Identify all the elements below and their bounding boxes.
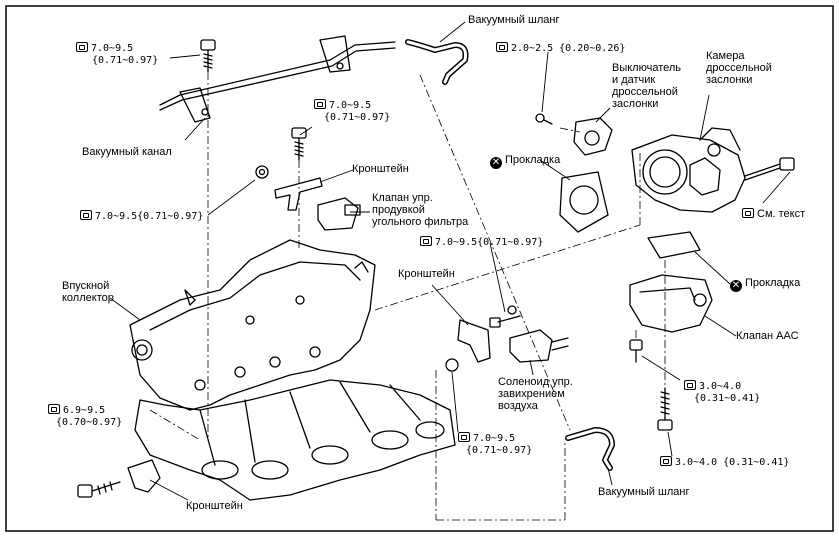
torque-wrench-icon (48, 404, 60, 414)
torque-spec-8: 3.0~4.0 {0.31~0.41} (684, 380, 760, 405)
bolt-center-top (291, 127, 307, 161)
vacuum-channel-pipe (159, 35, 396, 123)
torque-spec-4: 2.0~2.5 {0.20~0.26} (496, 42, 625, 55)
torque-wrench-icon (684, 380, 696, 390)
torque-wrench-icon (458, 432, 470, 442)
aac-bolt-upper (629, 339, 643, 363)
see-text-bolt (744, 157, 795, 181)
switch-screw (535, 113, 553, 125)
label-purge-valve: Клапан упр. продувкой угольного фильтра (372, 192, 469, 228)
torque-spec-3: 7.0~9.5{0.71~0.97} (80, 210, 203, 223)
label-vacuum-channel: Вакуумный канал (82, 146, 172, 158)
bolt-bottom-left (77, 481, 121, 498)
washer (255, 165, 269, 179)
torque-wrench-icon (742, 208, 754, 218)
torque-wrench-icon (314, 99, 326, 109)
label-see-text: См. текст (742, 208, 805, 220)
label-gasket-2: ✕Прокладка (730, 277, 801, 292)
torque-spec-7: 7.0~9.5 {0.71~0.97} (458, 432, 532, 457)
vacuum-hose-bottom-inner (566, 428, 614, 470)
purge-control-valve (317, 197, 361, 231)
throttle-position-switch (573, 117, 613, 156)
swirl-control-solenoid (509, 329, 569, 363)
torque-wrench-icon (76, 42, 88, 52)
throttle-chamber (631, 127, 746, 213)
label-throttle-chamber: Камера дроссельной заслонки (706, 50, 772, 86)
torque-spec-6: 6.9~9.5 {0.70~0.97} (48, 404, 122, 429)
label-gasket-1: ✕Прокладка (490, 154, 561, 169)
bolt-top-left (200, 39, 216, 73)
label-vacuum-hose-top: Вакуумный шланг (468, 14, 560, 26)
label-vacuum-hose-bottom: Вакуумный шланг (598, 486, 690, 498)
frame-border (5, 5, 834, 532)
gasket-2 (647, 231, 701, 259)
vacuum-hose-top (405, 39, 469, 85)
bolt-center (489, 305, 521, 328)
replace-x-icon: ✕ (490, 157, 502, 169)
bracket-2-nut (445, 358, 459, 372)
label-bracket-2: Кронштейн (398, 268, 455, 280)
intake-manifold (129, 239, 456, 501)
bracket-1 (274, 177, 323, 211)
torque-wrench-icon (420, 236, 432, 246)
torque-wrench-icon (660, 456, 672, 466)
torque-spec-9: 3.0~4.0 {0.31~0.41} (660, 456, 789, 469)
aac-bolt-lower (657, 387, 673, 431)
label-bracket-3: Кронштейн (186, 500, 243, 512)
torque-spec-2: 7.0~9.5 {0.71~0.97} (314, 99, 390, 124)
alignment-lines (149, 72, 666, 521)
torque-wrench-icon (80, 210, 92, 220)
label-intake-manifold: Впускной коллектор (62, 280, 114, 304)
label-bracket-1: Кронштейн (352, 163, 409, 175)
torque-wrench-icon (496, 42, 508, 52)
bracket-2 (457, 319, 491, 363)
leader-lines (109, 21, 791, 501)
torque-spec-5: 7.0~9.5{0.71~0.97} (420, 236, 543, 249)
aac-valve (629, 274, 713, 333)
gasket-1 (559, 171, 609, 233)
replace-x-icon: ✕ (730, 280, 742, 292)
torque-spec-1: 7.0~9.5 {0.71~0.97} (76, 42, 158, 67)
label-throttle-switch: Выключатель и датчик дроссельной заслонк… (612, 62, 682, 110)
label-aac-valve: Клапан ААС (736, 330, 799, 342)
bracket-3 (127, 459, 161, 493)
vacuum-hose-top-inner (406, 40, 467, 84)
label-swirl-solenoid: Соленоид упр. завихрением воздуха (498, 376, 573, 412)
